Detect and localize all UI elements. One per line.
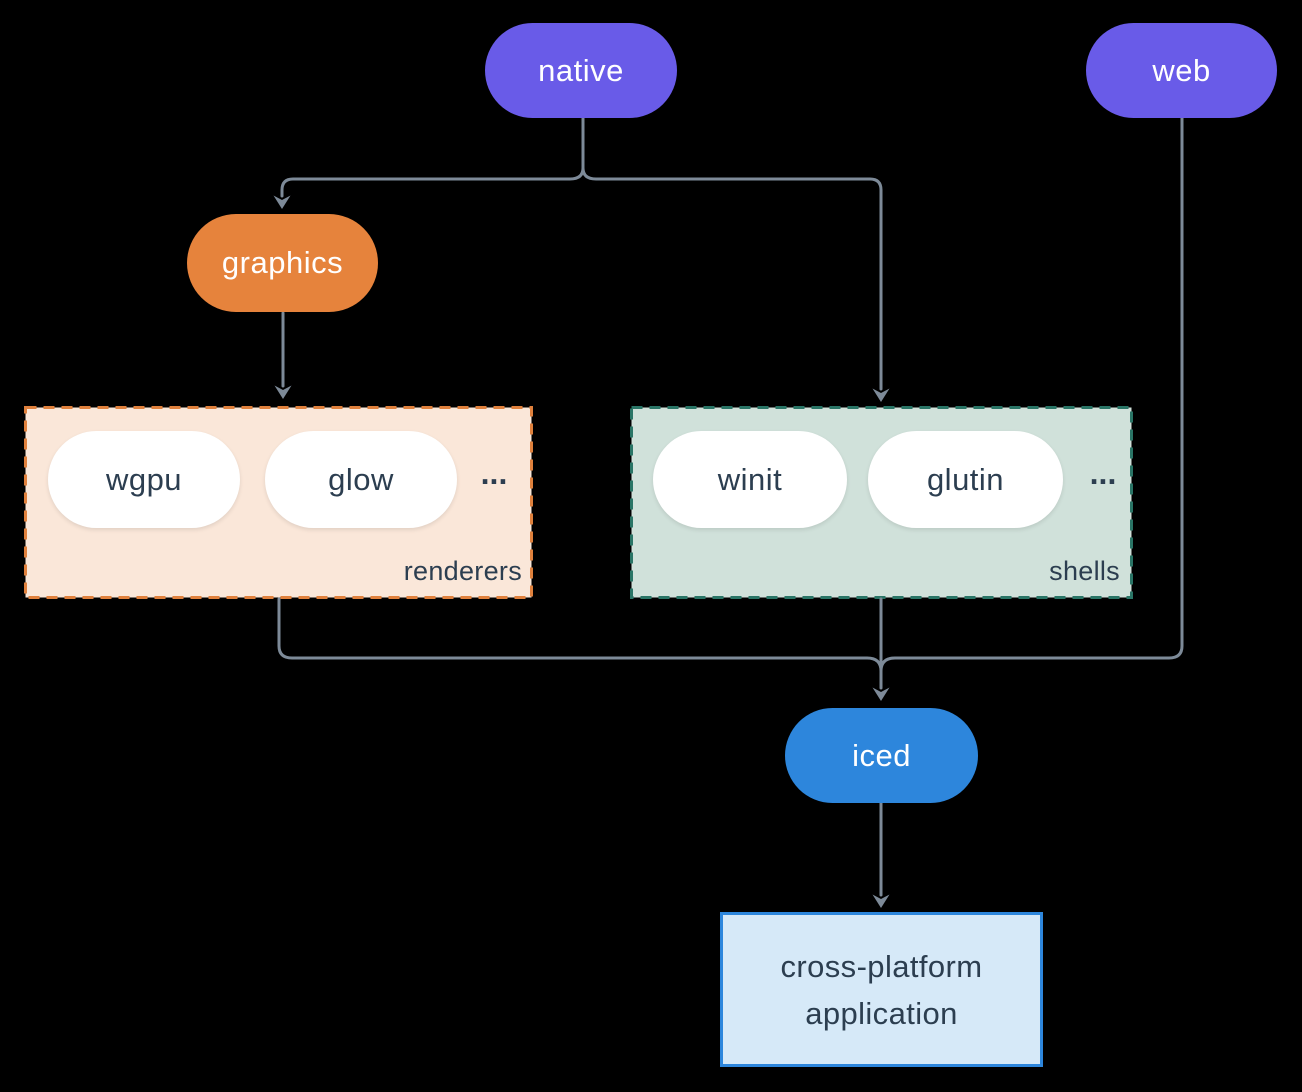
node-glow-label: glow — [328, 461, 394, 497]
edge-renderers-to-iced — [277, 597, 883, 673]
application-label-line2: application — [805, 995, 958, 1031]
arrowhead-graphics — [273, 195, 291, 209]
node-native-label: native — [538, 52, 624, 88]
node-web-label: web — [1152, 52, 1211, 88]
node-wgpu-label: wgpu — [105, 461, 183, 497]
node-winit-label: winit — [717, 461, 783, 497]
edge-web-to-iced — [879, 116, 1184, 673]
arrowhead-renderers — [274, 385, 292, 399]
node-winit: winit — [653, 431, 847, 528]
node-iced-label: iced — [852, 737, 911, 773]
node-glow: glow — [265, 431, 457, 528]
renderers-group-label: renderers — [403, 556, 522, 586]
node-web: web — [1086, 23, 1277, 118]
node-glutin: glutin — [868, 431, 1063, 528]
renderers-ellipsis: ... — [480, 455, 508, 491]
edge-native-to-graphics — [280, 166, 585, 198]
shells-ellipsis: ... — [1089, 455, 1117, 491]
application-label-line1: cross-platform — [780, 948, 983, 984]
node-iced: iced — [785, 708, 978, 803]
node-graphics: graphics — [187, 214, 378, 312]
edge-native-to-shells — [581, 166, 883, 391]
node-glutin-label: glutin — [926, 461, 1005, 497]
arrowhead-shells — [872, 388, 890, 402]
node-graphics-label: graphics — [221, 245, 344, 280]
arrowhead-iced — [872, 687, 890, 701]
node-native: native — [485, 23, 677, 118]
arrowhead-application — [872, 894, 890, 908]
node-cross-platform-application: cross-platform application — [720, 912, 1043, 1067]
shells-group-label: shells — [1049, 556, 1120, 586]
node-wgpu: wgpu — [48, 431, 240, 528]
